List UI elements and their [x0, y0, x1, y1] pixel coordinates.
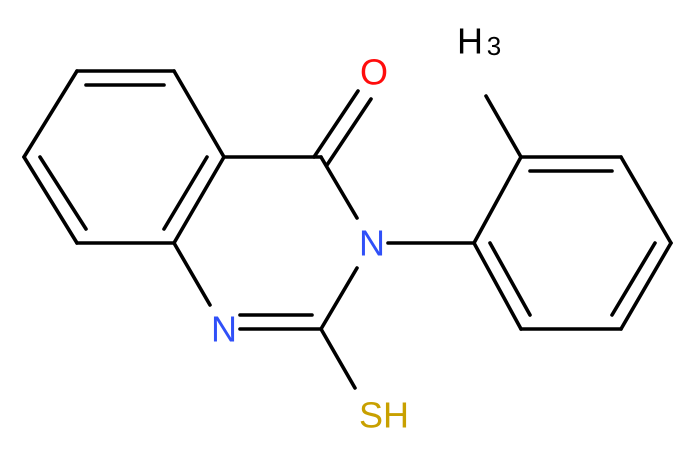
- methyl-subscript-label: 3: [487, 31, 501, 61]
- nitrogen-1-label: N: [211, 309, 237, 350]
- bond: [610, 241, 657, 317]
- atom-labels: O N N SH H 3: [211, 21, 501, 436]
- bond: [172, 241, 212, 307]
- bond: [162, 155, 209, 231]
- thiol-label: SH: [359, 395, 409, 436]
- bond: [319, 155, 359, 220]
- bond: [172, 69, 226, 159]
- bond: [22, 69, 79, 159]
- bond: [22, 155, 79, 245]
- bond: [472, 155, 523, 245]
- bond: [619, 155, 673, 245]
- bond: [488, 241, 532, 317]
- nitrogen-3-label: N: [359, 223, 385, 264]
- bond: [325, 97, 373, 167]
- bond: [619, 241, 673, 331]
- bond: [319, 327, 357, 390]
- bond: [172, 155, 226, 245]
- bond: [38, 155, 88, 231]
- bonds: [22, 69, 673, 390]
- bond: [319, 266, 359, 331]
- bond: [484, 94, 523, 159]
- bond: [472, 241, 523, 331]
- methyl-h-label: H: [457, 21, 483, 62]
- bond: [312, 89, 360, 159]
- oxygen-label: O: [360, 52, 388, 93]
